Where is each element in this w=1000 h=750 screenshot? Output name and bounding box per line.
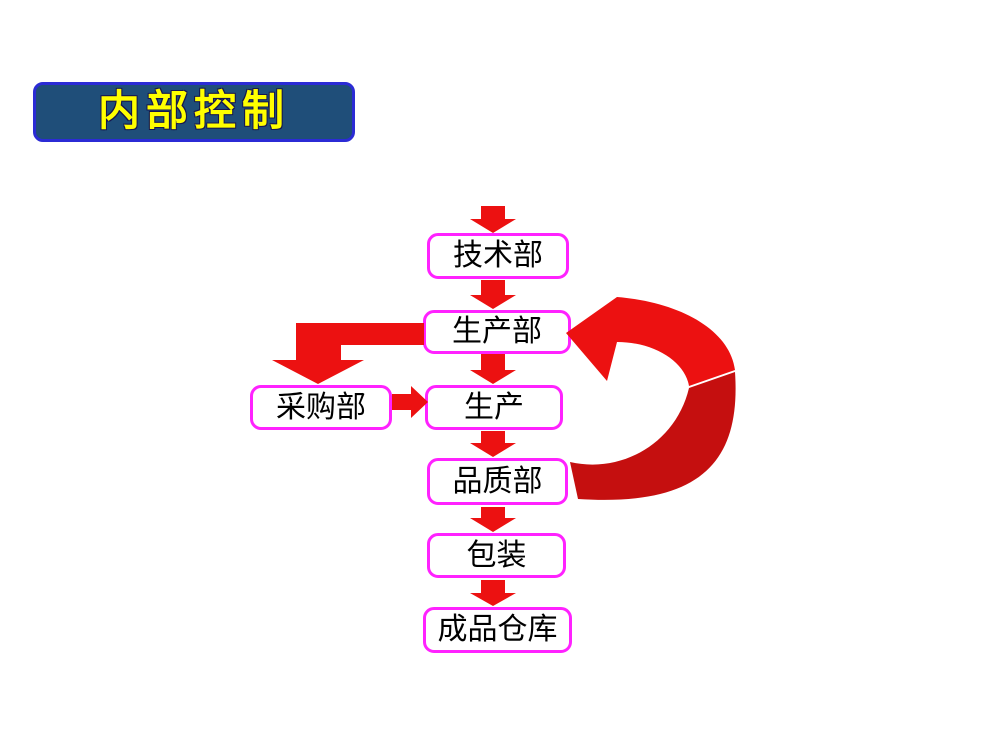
flow-node-label: 技术部: [453, 239, 543, 272]
page-title: 内部控制: [97, 89, 290, 135]
bent-arrow-icon-productiondept-to-purchasing: [272, 323, 424, 384]
down-arrow-icon-productiondept-to-production: [470, 354, 516, 384]
flow-node-purchasing-dept: 采购部: [250, 385, 392, 430]
flow-node-finished-warehouse: 成品仓库: [423, 607, 572, 653]
flow-node-packaging: 包装: [427, 533, 566, 578]
flow-node-label: 包装: [466, 538, 527, 572]
down-arrow-icon-tech-to-productiondept: [470, 280, 516, 309]
right-arrow-icon-purchasing-to-production: [392, 386, 428, 418]
flow-node-label: 生产部: [452, 315, 542, 348]
title-banner: 内部控制: [33, 82, 355, 142]
flow-node-label: 生产: [464, 390, 524, 424]
flow-node-label: 采购部: [276, 390, 366, 424]
flow-node-quality-dept: 品质部: [427, 458, 568, 505]
flow-node-tech-dept: 技术部: [427, 233, 569, 279]
down-arrow-icon-production-to-quality: [470, 431, 516, 457]
curved-return-arrow-upper-band-icon: [566, 297, 735, 386]
flow-node-production-dept: 生产部: [423, 310, 571, 354]
flow-node-label: 成品仓库: [437, 613, 558, 646]
flow-node-production: 生产: [425, 385, 563, 430]
down-arrow-icon-quality-to-packaging: [470, 507, 516, 532]
flow-node-label: 品质部: [452, 464, 543, 498]
down-arrow-icon-start-to-tech: [470, 206, 516, 233]
down-arrow-icon-packaging-to-warehouse: [470, 580, 516, 606]
curved-return-arrow-lower-band: [570, 372, 736, 500]
